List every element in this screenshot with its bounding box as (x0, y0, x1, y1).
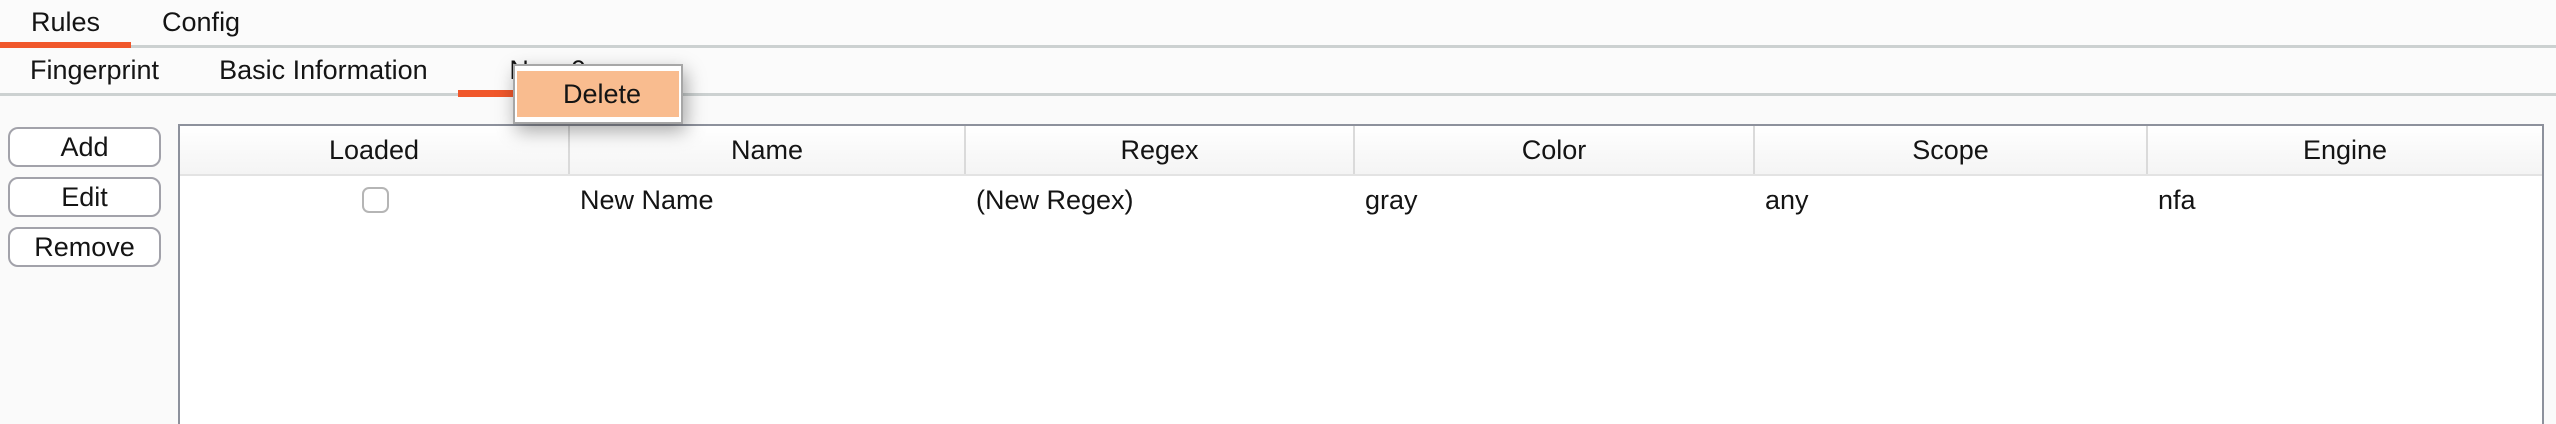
color-cell[interactable]: gray (1365, 184, 1418, 215)
secondary-tab-bar: Fingerprint Basic Information New 0 (0, 48, 2556, 97)
column-header-regex[interactable]: Regex (966, 126, 1355, 174)
column-header-engine[interactable]: Engine (2302, 134, 2388, 165)
edit-button[interactable]: Edit (8, 177, 161, 217)
rules-table: Loaded Name Regex Color Scope Engine New… (178, 124, 2544, 424)
name-cell[interactable]: New Name (580, 184, 714, 215)
loaded-checkbox[interactable] (361, 187, 389, 213)
table-header-row: Loaded Name Regex Color Scope Engine (180, 126, 2542, 176)
column-header-loaded[interactable]: Loaded (180, 126, 570, 174)
tab-basic-information[interactable]: Basic Information (219, 55, 428, 85)
tab-config[interactable]: Config (162, 7, 241, 37)
column-header-name[interactable]: Name (570, 126, 966, 174)
table-row[interactable]: New Name (New Regex) gray any nfa (180, 176, 2542, 224)
tab-rules[interactable]: Rules (0, 0, 132, 49)
menu-item-delete[interactable]: Delete (517, 71, 679, 117)
scope-cell[interactable]: any (1765, 184, 1809, 215)
primary-tab-bar: Rules Config (0, 0, 2556, 49)
loaded-cell (180, 187, 570, 213)
column-header-scope[interactable]: Scope (1755, 126, 2148, 174)
remove-button[interactable]: Remove (8, 227, 161, 267)
tab-fingerprint[interactable]: Fingerprint (30, 55, 160, 85)
tab-context-menu: Delete (513, 64, 683, 124)
regex-cell[interactable]: (New Regex) (976, 184, 1134, 215)
engine-cell[interactable]: nfa (2158, 184, 2196, 215)
add-button[interactable]: Add (8, 127, 161, 167)
column-header-color[interactable]: Color (1355, 126, 1755, 174)
